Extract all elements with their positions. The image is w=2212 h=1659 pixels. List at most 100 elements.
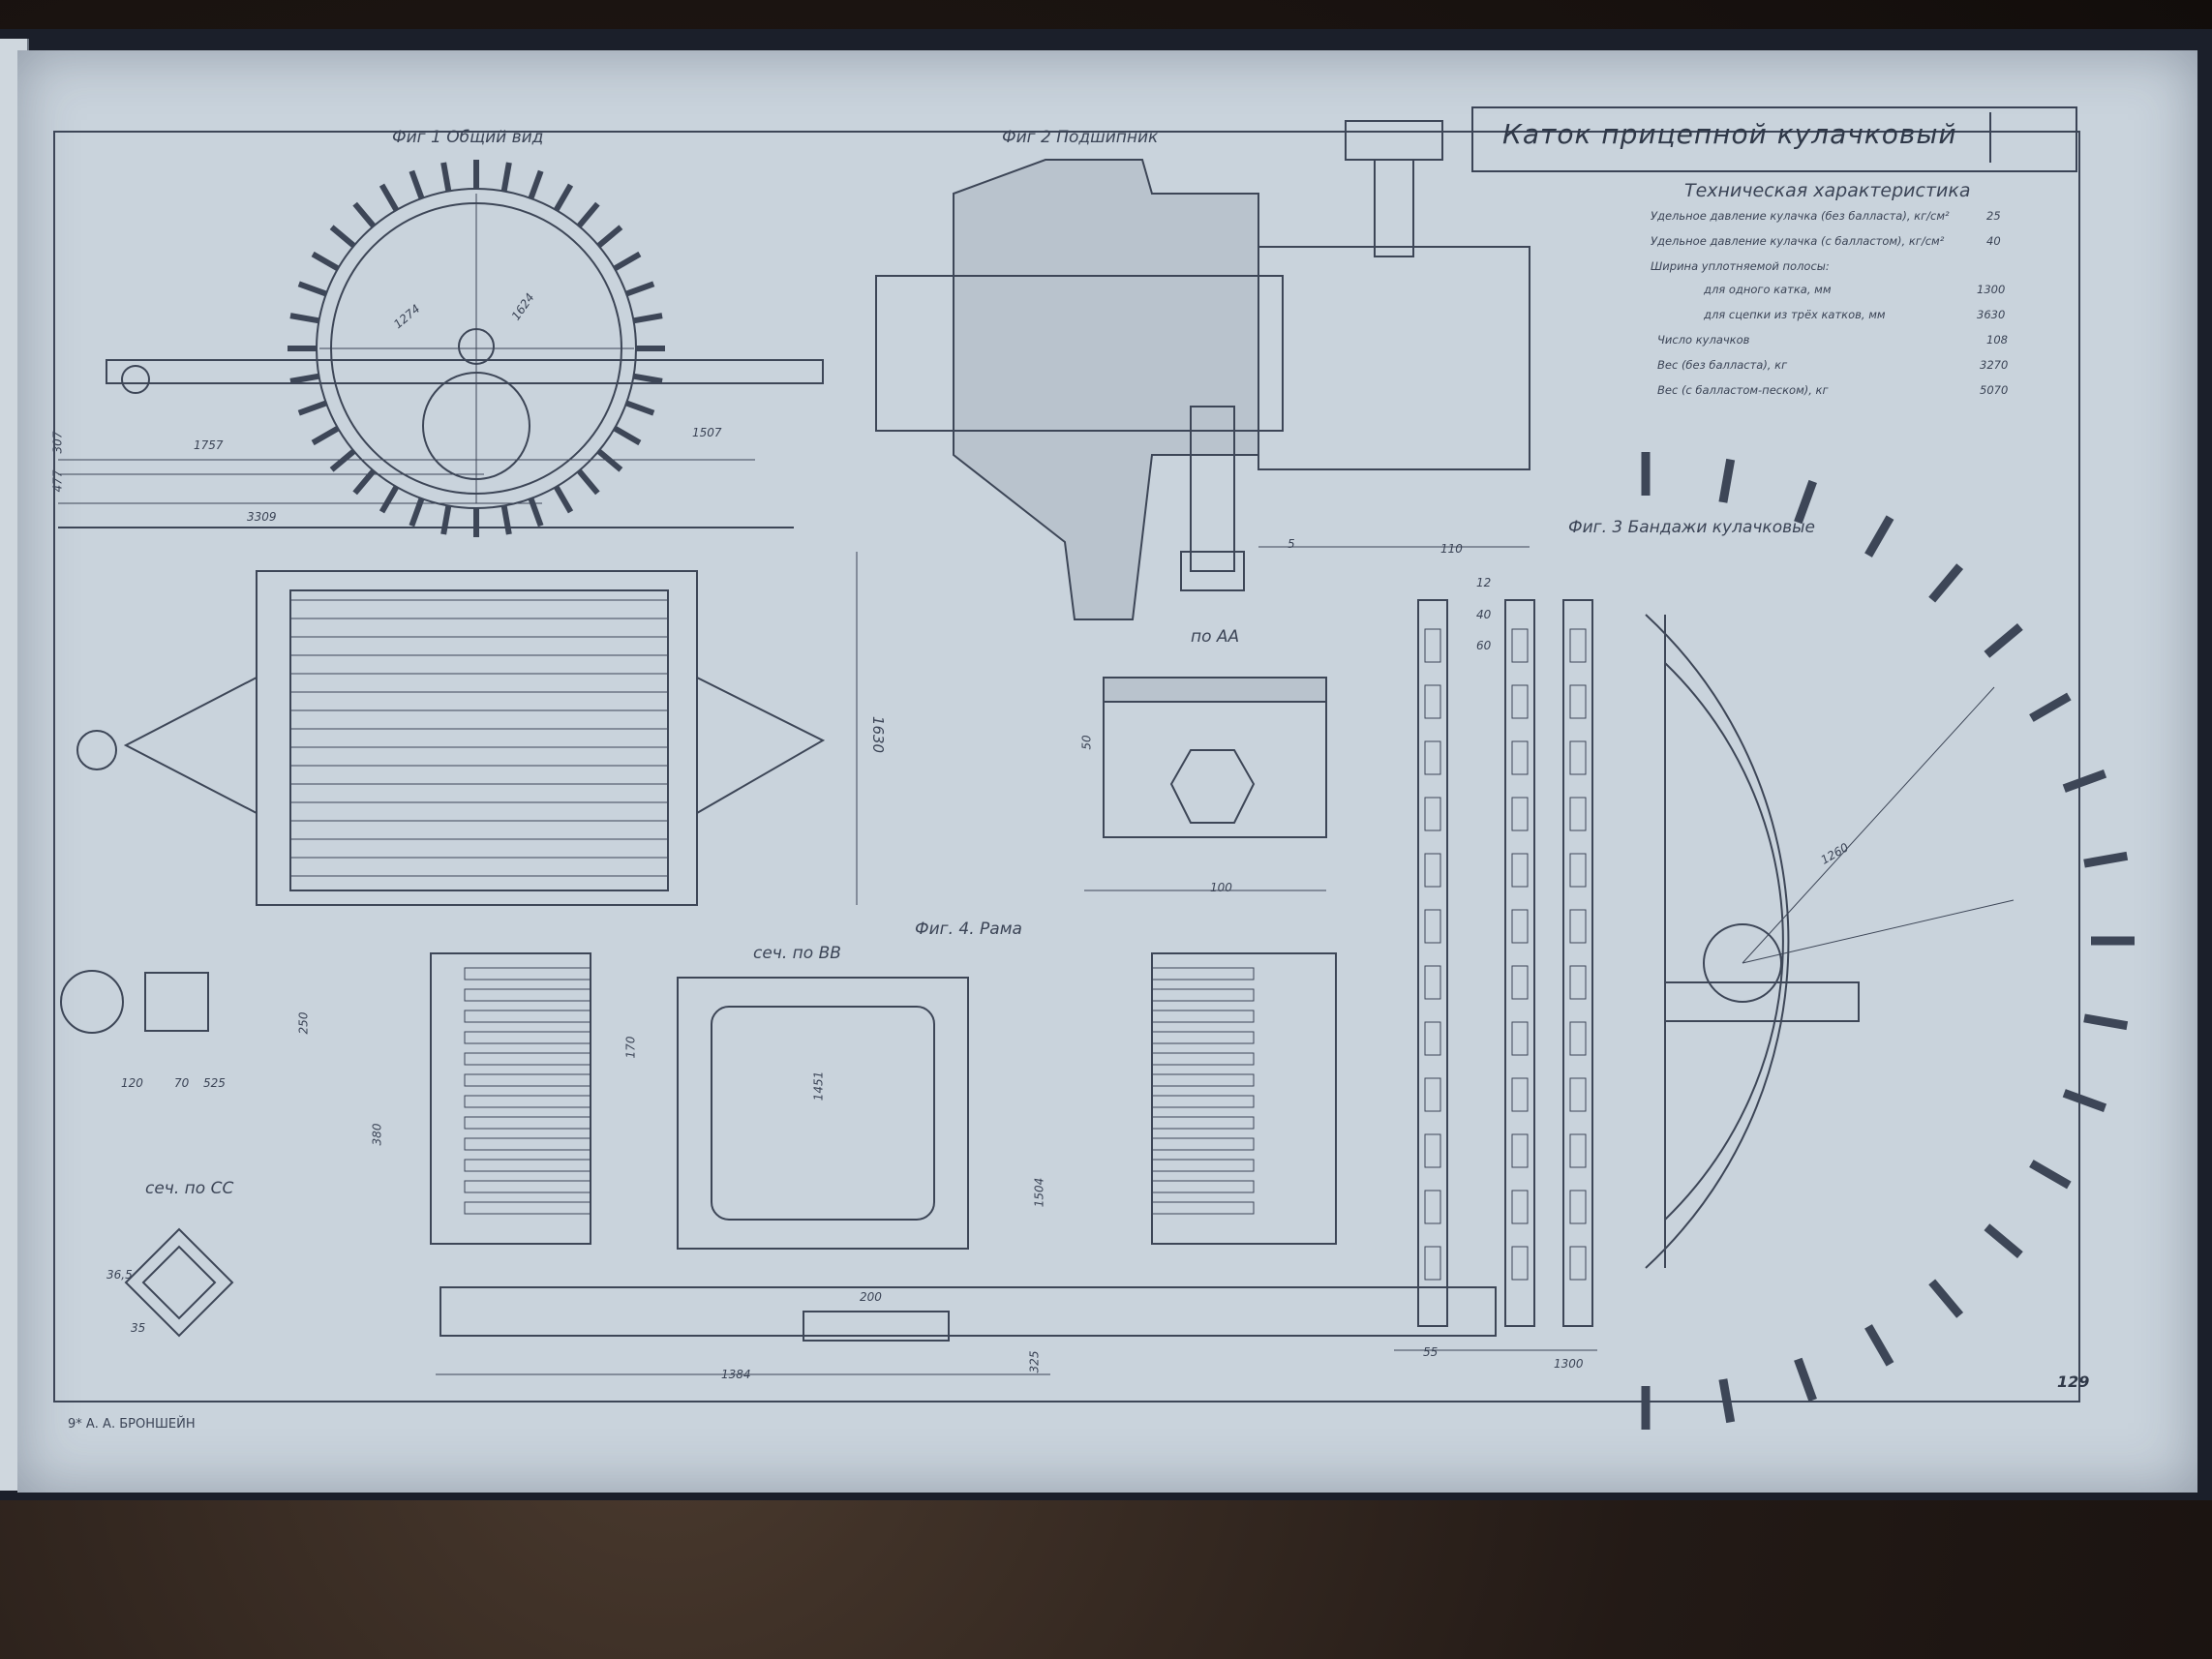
fig3-lug (2083, 851, 2129, 868)
band-2 (1504, 599, 1535, 1327)
band-slot (1424, 1190, 1441, 1224)
aa-top-plate (1103, 677, 1327, 703)
dim-36-5: 36,5 (106, 1268, 133, 1282)
dim-1504: 1504 (1032, 1177, 1046, 1208)
fig3-lug (1718, 1378, 1736, 1424)
aa-body (1103, 701, 1327, 838)
band-slot (1569, 853, 1587, 888)
drum-lug (329, 448, 356, 472)
fig3-lug (2083, 1013, 2129, 1031)
drum-lug (379, 183, 400, 212)
band-slot (1511, 965, 1529, 1000)
drum-lug (289, 373, 320, 384)
nut (1180, 551, 1245, 591)
title-block (1471, 106, 2077, 172)
frame-bar (1151, 1201, 1255, 1215)
drum-lug (440, 162, 452, 193)
band-slot (1569, 1190, 1587, 1224)
frame-bar (464, 1159, 591, 1172)
dim-55: 55 (1423, 1345, 1439, 1359)
dim-60: 60 (1476, 639, 1492, 652)
fig3-lug (1984, 1223, 2023, 1259)
frame-bar (464, 988, 591, 1002)
drum-lug (576, 468, 600, 496)
drum-lug (352, 201, 377, 228)
band-slot (1511, 740, 1529, 775)
band-1 (1417, 599, 1448, 1327)
grease-stem (1374, 159, 1414, 257)
band-slot (1511, 797, 1529, 831)
fig3-lug (1718, 458, 1736, 503)
dim-100: 100 (1210, 881, 1232, 894)
band-slot (1424, 797, 1441, 831)
dim-70: 70 (174, 1076, 190, 1090)
fig2-bearing (875, 120, 1530, 620)
drum-lug (632, 313, 663, 324)
dim-35: 35 (131, 1321, 146, 1335)
dim-307: 307 (50, 431, 65, 454)
dim-3309: 3309 (247, 510, 277, 524)
drum-lug (289, 313, 320, 324)
frame-bar (1151, 1159, 1255, 1172)
section-aa-label: по АА (1191, 627, 1240, 647)
drum-lug (528, 169, 544, 199)
dim-200: 200 (860, 1290, 882, 1304)
fig3-lug (1928, 563, 1964, 603)
frame-bar (464, 1052, 591, 1066)
spec-row-label: Ширина уплотняемой полосы: (1651, 259, 1830, 273)
frame-bar (464, 967, 591, 980)
frame-bar (1151, 1031, 1255, 1044)
band-slot (1424, 684, 1441, 719)
drum-lug (553, 485, 574, 514)
fig1-general-view (58, 160, 824, 537)
dim-1630: 1630 (869, 715, 888, 754)
frame-bar (1151, 988, 1255, 1002)
aa-nut (1169, 749, 1256, 824)
spec-row-label: Число кулачков (1657, 333, 1750, 347)
drum-lugs (288, 160, 665, 537)
section-cc-label: сеч. по СС (145, 1179, 234, 1198)
frame-bar (1151, 967, 1255, 980)
dim-477: 477 (50, 469, 65, 493)
frame-bar (1151, 1010, 1255, 1023)
dim-525: 525 (203, 1076, 226, 1090)
band-slot (1569, 1021, 1587, 1056)
fig3-lug (1984, 622, 2023, 658)
spec-heading: Техническая характеристика (1684, 180, 1971, 201)
band-slot (1511, 1190, 1529, 1224)
tow-ring (76, 730, 117, 770)
shaft (875, 275, 1284, 432)
dim-170: 170 (623, 1036, 638, 1059)
drum-lug (576, 201, 600, 228)
band-slot (1424, 909, 1441, 944)
dim-50: 50 (1079, 735, 1094, 750)
frame-bar (1151, 1137, 1255, 1151)
tow-triangle-left (123, 677, 258, 814)
hitch-block (144, 972, 209, 1032)
band-slot (1569, 965, 1587, 1000)
band-slot (1511, 684, 1529, 719)
frame-bar (464, 1137, 591, 1151)
band-slot (1569, 1077, 1587, 1112)
band-slot (1569, 1246, 1587, 1281)
drum-lug (632, 373, 663, 384)
spec-row-value: 25 (1986, 209, 2001, 223)
frame-bar (464, 1031, 591, 1044)
fig3-lug (2062, 1089, 2107, 1112)
title-box (1486, 112, 1991, 163)
dim-1451: 1451 (811, 1071, 826, 1101)
drawing-frame (53, 131, 2080, 1403)
drum-lug (311, 425, 340, 446)
frame-bar (1151, 1180, 1255, 1193)
frame-bar (464, 1180, 591, 1193)
fig3-lug (1928, 1279, 1964, 1318)
dim-120: 120 (121, 1076, 143, 1090)
fig1-plan-view (76, 552, 858, 906)
spec-row-value: 5070 (1980, 383, 2009, 397)
spec-row-value: 3270 (1980, 358, 2009, 372)
dim-1757: 1757 (194, 438, 224, 452)
frame-link (803, 1311, 950, 1342)
fig4-label: Фиг. 4. Рама (915, 920, 1022, 939)
drum-lug (311, 251, 340, 272)
